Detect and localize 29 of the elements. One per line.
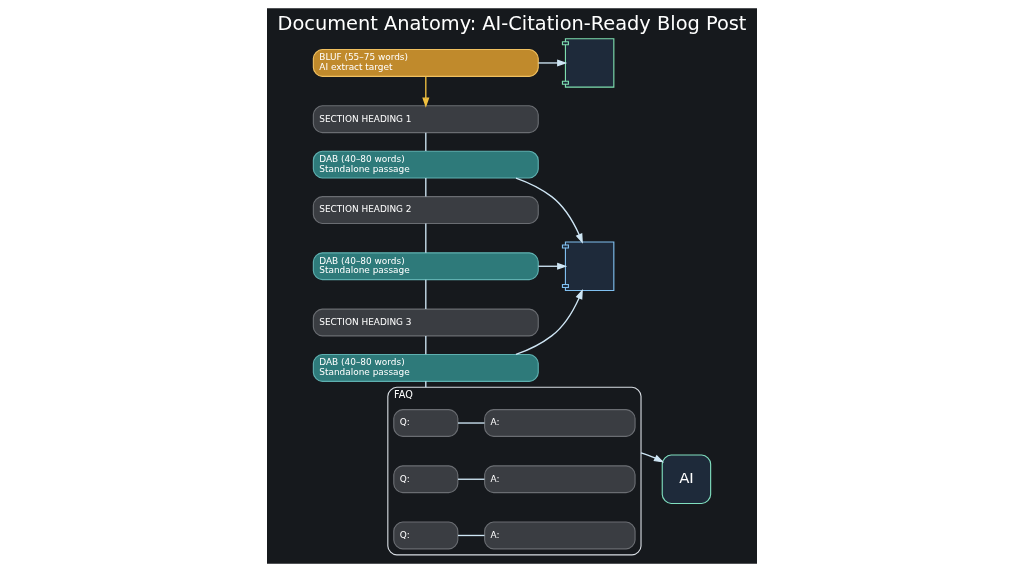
arrow (422, 75, 430, 108)
connector (425, 222, 427, 254)
arrow (640, 452, 665, 463)
node-box: AI (661, 454, 712, 504)
node-box: Q: (393, 521, 459, 550)
node-box: DAB (40–80 words) Standalone passage (312, 353, 539, 382)
node-box: SECTION HEADING 3 (312, 308, 539, 337)
connector (457, 422, 486, 424)
arrow (537, 262, 568, 270)
node-box: A: (484, 521, 636, 550)
arrow (515, 288, 583, 356)
node-box: Q: (393, 465, 459, 494)
node-box: Q: (393, 409, 459, 437)
arrow (515, 177, 583, 244)
connector (457, 534, 486, 537)
node-box: SECTION HEADING 2 (312, 196, 539, 224)
connector (425, 132, 427, 152)
connector (457, 478, 486, 480)
node-box: DAB (40–80 words) Standalone passage (312, 150, 539, 179)
node-box: DAB (40–80 words) Standalone passage (312, 252, 539, 281)
node-box: A: (484, 409, 636, 437)
connector (425, 335, 427, 355)
node-box: BLUF (55–75 words) AI extract target (312, 49, 539, 77)
connector (425, 279, 427, 310)
connector (425, 177, 427, 198)
arrow (537, 59, 568, 67)
diagram-title: Document Anatomy: AI-Citation-Ready Blog Post (277, 11, 747, 35)
node-box: A: (484, 465, 636, 494)
node-box: SECTION HEADING 1 (312, 105, 539, 134)
